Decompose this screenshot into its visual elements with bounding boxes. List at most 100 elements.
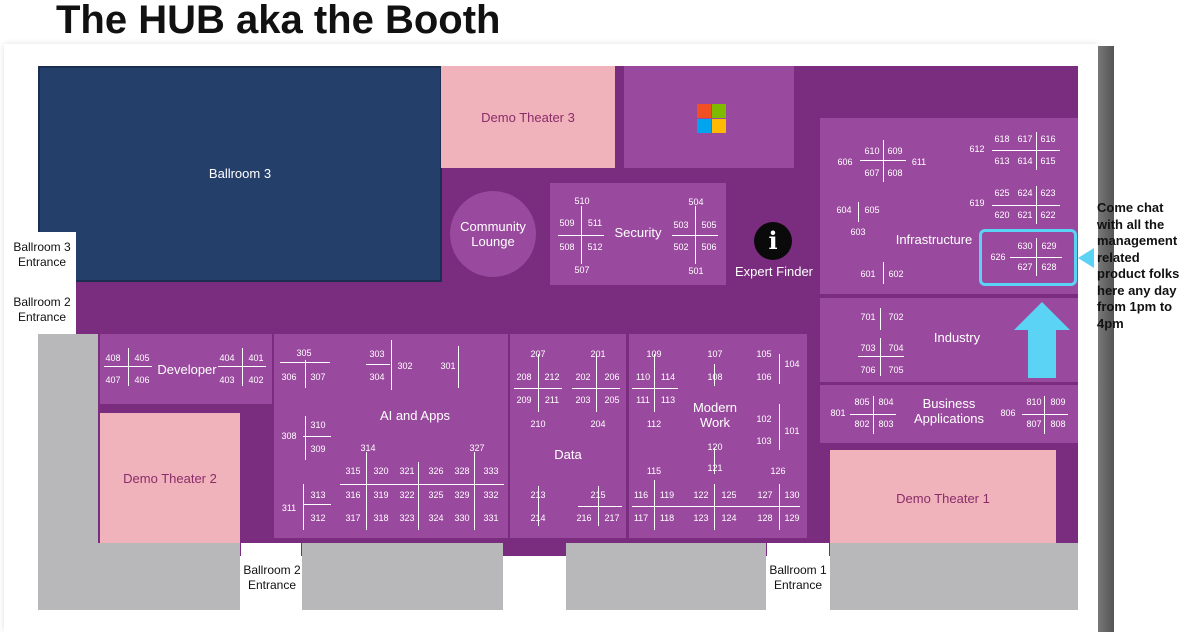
booth-number: 330: [454, 513, 470, 523]
page-title: The HUB aka the Booth: [56, 0, 501, 42]
booth-number: 502: [673, 242, 689, 252]
booth-number: 124: [721, 513, 737, 523]
booth-number: 106: [756, 372, 772, 382]
booth-number: 318: [373, 513, 389, 523]
booth-number: 313: [310, 490, 326, 500]
data-zone: [510, 334, 626, 538]
booth-number: 210: [530, 419, 546, 429]
booth-number: 315: [345, 466, 361, 476]
booth-number: 619: [969, 198, 985, 208]
booth-number: 102: [756, 414, 772, 424]
demo-theater-1-label: Demo Theater 1: [896, 490, 990, 506]
booth-number: 706: [860, 365, 876, 375]
booth-number: 326: [428, 466, 444, 476]
industry-label: Industry: [933, 330, 981, 345]
microsoft-logo-icon: [697, 104, 726, 133]
booth-number: 329: [454, 490, 470, 500]
business-applications-label: Business Applications: [913, 396, 985, 426]
booth-number: 205: [604, 395, 620, 405]
booth-number: 310: [310, 420, 326, 430]
demo-theater-2-label: Demo Theater 2: [123, 470, 217, 486]
booth-number: 605: [864, 205, 880, 215]
booth-number: 217: [604, 513, 620, 523]
booth-number: 206: [604, 372, 620, 382]
data-label: Data: [554, 447, 582, 462]
booth-number: 327: [469, 443, 485, 453]
booth-number: 610: [864, 146, 880, 156]
booth-number: 617: [1017, 134, 1033, 144]
callout-up-arrow-icon: [1014, 302, 1070, 378]
booth-number: 316: [345, 490, 361, 500]
center-right-block: [566, 543, 766, 610]
booth-number: 112: [646, 419, 662, 429]
booth-number: 130: [784, 490, 800, 500]
booth-number: 809: [1050, 397, 1066, 407]
demo-theater-2: Demo Theater 2: [100, 413, 240, 543]
booth-number: 325: [428, 490, 444, 500]
booth-number: 127: [757, 490, 773, 500]
booth-number: 209: [516, 395, 532, 405]
booth-number: 807: [1026, 419, 1042, 429]
booth-number: 401: [248, 353, 264, 363]
booth-number: 129: [784, 513, 800, 523]
booth-number: 110: [635, 372, 651, 382]
booth-number: 621: [1017, 210, 1033, 220]
booth-number: 505: [701, 220, 717, 230]
booth-number: 614: [1017, 156, 1033, 166]
booth-number: 309: [310, 444, 326, 454]
booth-number: 402: [248, 375, 264, 385]
booth-number: 305: [296, 348, 312, 358]
booth-number: 703: [860, 343, 876, 353]
booth-number: 408: [105, 353, 121, 363]
booth-number: 612: [969, 144, 985, 154]
booth-number: 704: [888, 343, 904, 353]
booth-number: 302: [397, 361, 413, 371]
booth-number: 804: [878, 397, 894, 407]
booth-number: 125: [721, 490, 737, 500]
booth-number: 702: [888, 312, 904, 322]
infrastructure-zone: [820, 118, 1078, 294]
booth-number: 101: [784, 426, 800, 436]
booth-number: 121: [707, 463, 723, 473]
booth-number: 212: [544, 372, 560, 382]
booth-number: 701: [860, 312, 876, 322]
booth-number: 104: [784, 359, 800, 369]
ballroom-2-entrance-gap: [241, 543, 301, 632]
booth-number: 117: [633, 513, 649, 523]
booth-number: 301: [440, 361, 456, 371]
booth-number: 627: [1017, 262, 1033, 272]
booth-number: 601: [860, 269, 876, 279]
ai-and-apps-label: AI and Apps: [379, 408, 451, 423]
booth-number: 609: [887, 146, 903, 156]
booth-number: 103: [756, 436, 772, 446]
expert-finder-label: Expert Finder: [734, 264, 814, 279]
booth-number: 320: [373, 466, 389, 476]
booth-number: 624: [1017, 188, 1033, 198]
booth-number: 201: [590, 349, 606, 359]
booth-number: 116: [633, 490, 649, 500]
booth-number: 512: [587, 242, 603, 252]
booth-number: 202: [575, 372, 591, 382]
ballroom-1-entrance-label: Ballroom 1 Entrance: [769, 563, 827, 592]
booth-number: 114: [660, 372, 676, 382]
booth-number: 317: [345, 513, 361, 523]
ballroom-2-entrance-label-bottom: Ballroom 2 Entrance: [243, 563, 301, 592]
booth-number: 306: [281, 372, 297, 382]
booth-number: 801: [830, 408, 846, 418]
booth-number: 214: [530, 513, 546, 523]
booth-number: 507: [574, 265, 590, 275]
modern-work-zone: [629, 334, 807, 538]
booth-number: 109: [646, 349, 662, 359]
community-lounge: [450, 191, 536, 277]
community-lounge-label: Community Lounge: [460, 219, 526, 249]
booth-number: 213: [530, 490, 546, 500]
developer-label: Developer: [157, 362, 217, 377]
booth-number: 207: [530, 349, 546, 359]
booth-number: 618: [994, 134, 1010, 144]
booth-number: 123: [693, 513, 709, 523]
booth-number: 108: [707, 372, 723, 382]
demo-theater-1: Demo Theater 1: [830, 450, 1056, 546]
booth-number: 802: [854, 419, 870, 429]
booth-number: 511: [587, 218, 603, 228]
ballroom-3-label: Ballroom 3: [208, 166, 272, 181]
